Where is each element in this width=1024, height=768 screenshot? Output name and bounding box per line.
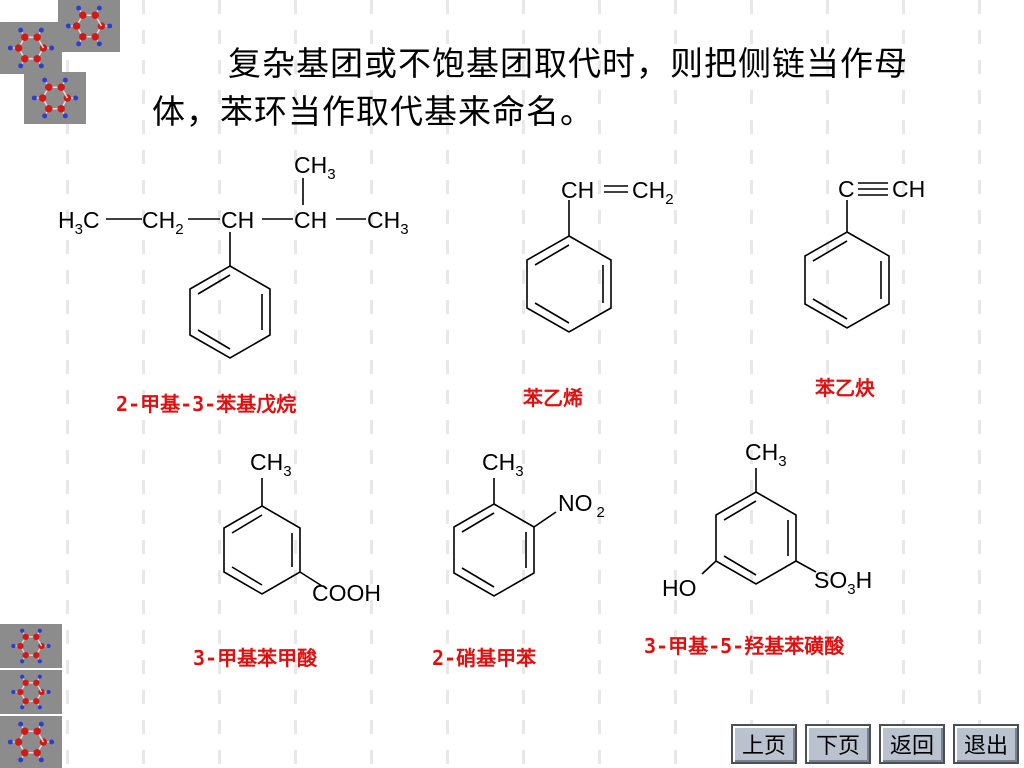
svg-text:C: C bbox=[838, 176, 855, 202]
svg-text:CH2: CH2 bbox=[142, 207, 184, 238]
svg-text:H3C: H3C bbox=[58, 207, 100, 238]
svg-text:COOH: COOH bbox=[312, 580, 381, 606]
exit-button[interactable]: 退出 bbox=[953, 724, 1019, 764]
svg-text:CH: CH bbox=[221, 207, 254, 233]
slide-heading: 复杂基团或不饱基团取代时，则把侧链当作母体，苯环当作取代基来命名。 bbox=[152, 40, 952, 136]
molecule-model-icon bbox=[0, 22, 62, 74]
svg-text:CH3: CH3 bbox=[294, 152, 336, 183]
structure-1 bbox=[106, 178, 366, 359]
compound-name-3: 苯乙炔 bbox=[815, 376, 875, 400]
compound-name-2: 苯乙烯 bbox=[523, 386, 583, 410]
svg-text:CH3: CH3 bbox=[250, 449, 292, 480]
structure-2-labels: CH CH2 bbox=[561, 177, 674, 208]
compound-name-6: 3-甲基-5-羟基苯磺酸 bbox=[644, 634, 845, 658]
structure-4 bbox=[223, 478, 323, 595]
structure-2 bbox=[526, 185, 628, 333]
structure-3-labels: C CH bbox=[838, 176, 925, 202]
svg-text:HO: HO bbox=[662, 575, 697, 601]
structure-3 bbox=[804, 182, 890, 329]
structure-6 bbox=[701, 468, 817, 585]
molecule-model-icon bbox=[24, 72, 86, 124]
structure-4-labels: CH3 COOH bbox=[250, 449, 381, 606]
svg-text:CH3: CH3 bbox=[482, 449, 524, 480]
molecule-model-icon bbox=[58, 0, 120, 52]
svg-text:CH: CH bbox=[294, 207, 327, 233]
prev-page-button[interactable]: 上页 bbox=[731, 724, 797, 764]
structure-1-labels: CH3 H3C CH2 CH CH CH3 bbox=[58, 152, 409, 238]
molecule-model-icon bbox=[0, 624, 62, 668]
heading-text: 复杂基团或不饱基团取代时，则把侧链当作母体，苯环当作取代基来命名。 bbox=[152, 44, 908, 131]
structure-6-labels: CH3 HO SO3H bbox=[662, 439, 872, 601]
back-button[interactable]: 返回 bbox=[879, 724, 945, 764]
molecule-model-icon bbox=[0, 716, 62, 768]
svg-text:CH3: CH3 bbox=[745, 439, 787, 470]
compound-name-1: 2-甲基-3-苯基戊烷 bbox=[116, 392, 297, 416]
next-page-button[interactable]: 下页 bbox=[805, 724, 871, 764]
svg-text:CH: CH bbox=[892, 176, 925, 202]
compound-name-5: 2-硝基甲苯 bbox=[432, 646, 537, 670]
svg-text:SO3H: SO3H bbox=[814, 567, 872, 598]
compound-name-4: 3-甲基苯甲酸 bbox=[193, 646, 318, 670]
structure-5 bbox=[453, 478, 557, 597]
svg-text:CH: CH bbox=[561, 177, 594, 203]
svg-text:NO2: NO2 bbox=[558, 490, 605, 521]
svg-text:CH3: CH3 bbox=[367, 207, 409, 238]
svg-text:CH2: CH2 bbox=[632, 177, 674, 208]
molecule-model-icon bbox=[0, 670, 62, 714]
